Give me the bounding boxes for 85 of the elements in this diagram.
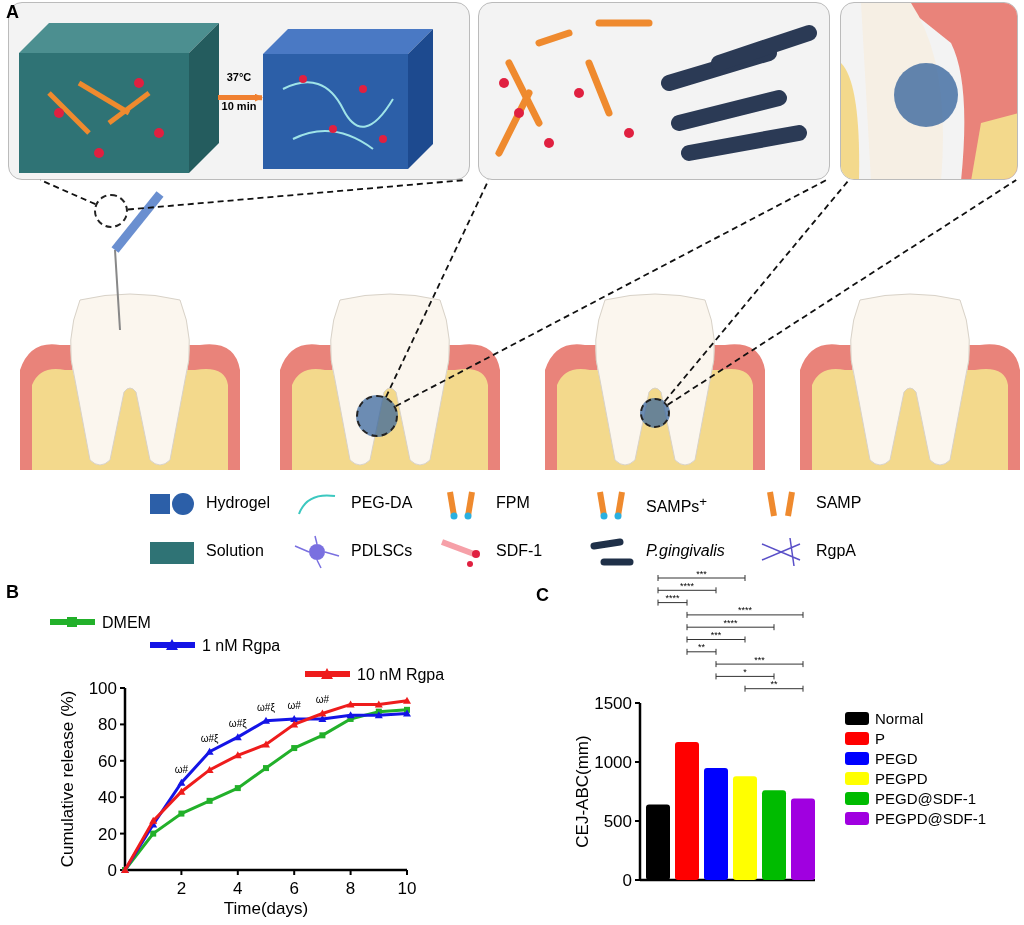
tick-label: 60 [98,751,117,771]
significance-mark: ω#ξ [200,732,219,744]
significance-mark: **** [680,580,694,591]
point [319,732,326,739]
significance-mark: ω# [174,763,189,775]
panel-letter: C [536,585,549,606]
panel-letter: B [6,582,19,603]
tick-label: 1500 [594,694,632,713]
legend-label: PEG-DA [351,494,413,512]
legend-label: P.gingivalis [646,542,725,560]
point [291,745,298,752]
leader-line [663,179,850,403]
tick-label: 2 [176,879,187,898]
point [205,765,214,773]
legend-label: DMEM [102,614,151,631]
hydrogel-cube-drawing [263,29,433,169]
significance-mark: ** [698,642,705,653]
tick-label: 20 [98,824,117,844]
significance-mark: * [743,666,747,677]
significance-mark: **** [665,593,680,604]
legend-label: SAMPs$^{+}$ [646,494,708,517]
tooth-drawing [800,290,1020,470]
tick-label: 80 [98,715,117,735]
tick-label: 10 [397,879,417,898]
legend-label: PEGPD@SDF-1 [875,810,987,827]
point [149,816,158,824]
point [206,797,213,804]
legend-label: PDLSCs [351,542,413,560]
legend-label: Normal [875,710,924,727]
axis-title: Cumulative release (%) [58,690,77,868]
illustration-panel [8,2,470,180]
tick-label: 0 [622,871,632,890]
point [263,765,269,772]
legend-label: 10 nM Rgpa [357,666,445,683]
legend-label: RgpA [816,542,857,560]
legend-label: SAMP [816,494,862,512]
point [233,733,242,741]
illustration-panel [478,2,830,180]
legend-label: PEGD [875,750,918,767]
significance-mark: *** [754,654,765,665]
illustration-panel [840,2,1018,180]
tick-label: 500 [603,812,632,831]
tick-label: 6 [289,879,299,898]
legend-label: SDF-1 [496,542,543,560]
tick-label: 1000 [594,753,632,772]
panel-letter: A [6,2,19,23]
legend-label: Hydrogel [206,494,271,512]
axis-title: CEJ-ABC(mm) [573,735,592,848]
significance-mark: ω#ξ [228,718,247,730]
point [346,711,355,719]
point [205,747,214,755]
tick-label: 100 [88,679,117,698]
significance-mark: ** [770,679,778,690]
legend-label: PEGD@SDF-1 [875,790,977,807]
point [177,787,186,795]
tick-label: 8 [345,879,356,898]
legend-label: PEGPD [875,770,928,787]
solution-cube-drawing [19,23,219,173]
point [403,696,411,704]
point [262,716,270,724]
legend-label: Solution [206,542,264,560]
leader-line [666,179,1018,406]
legend-label: 1 nM Rgpa [202,637,281,654]
tick-label: 40 [98,788,117,808]
significance-mark: ω# [287,699,301,711]
significance-mark: *** [696,568,707,579]
legend-label: P [875,730,885,747]
significance-mark: *** [710,630,722,640]
point [178,810,185,817]
point [290,714,299,722]
significance-mark: ω# [315,694,330,706]
significance-mark: ω#ξ [257,701,275,713]
legend-label: FPM [496,494,530,512]
point [150,830,157,837]
tick-label: 0 [107,861,117,880]
edge-label: 37°C 10 min [220,70,258,115]
point [234,785,241,792]
axis-title: Time(days) [223,899,309,918]
tick-label: 4 [233,879,243,898]
significance-mark: **** [738,605,752,616]
arrow [218,93,263,102]
significance-mark: **** [723,617,738,628]
magnifier-circle [94,194,128,228]
leader-line [394,179,828,408]
point [177,778,186,786]
